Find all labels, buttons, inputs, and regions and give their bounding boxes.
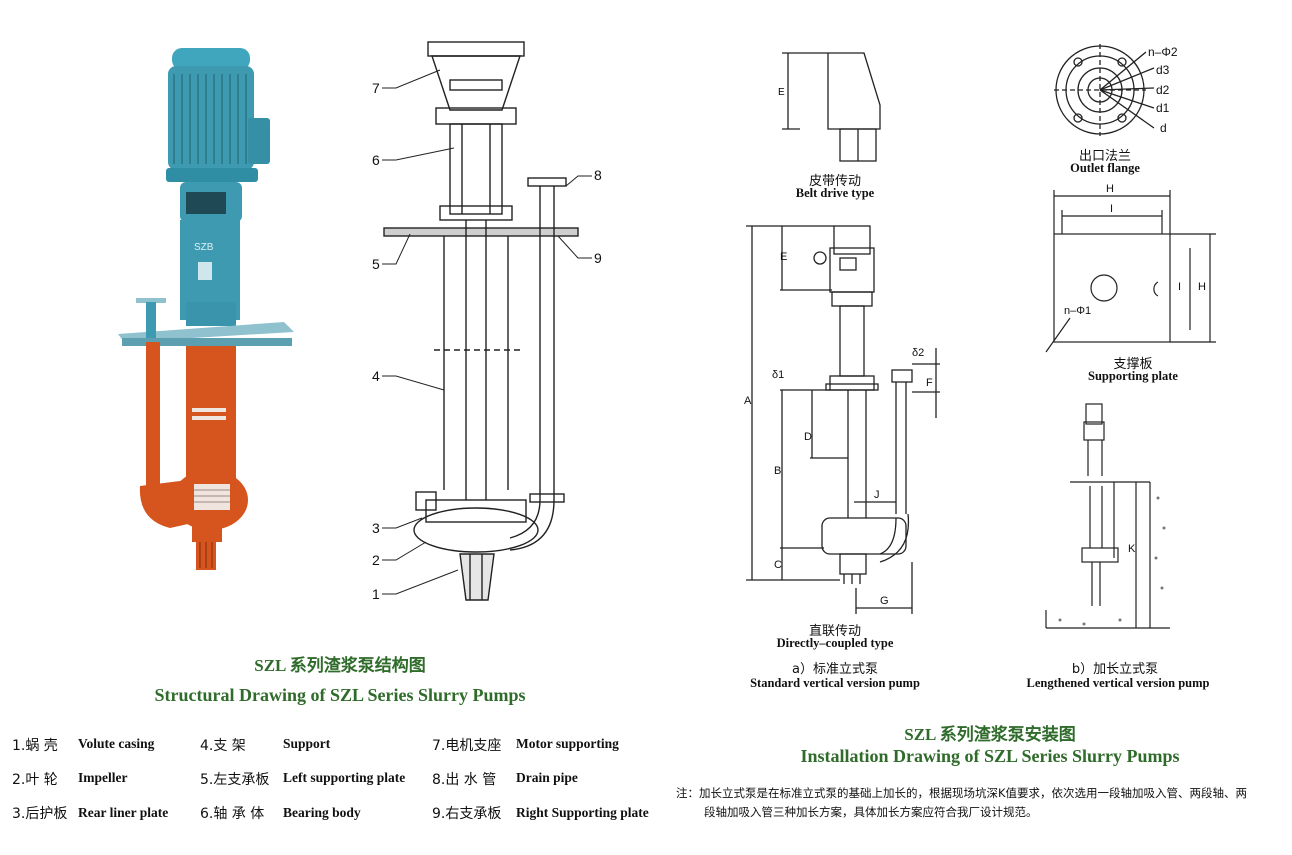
legend-num-3: 3.后护板	[12, 806, 68, 822]
installation-title-cn: SZL 系列渣浆泵安装图	[904, 725, 1076, 744]
supporting-plate	[118, 322, 294, 342]
legend-num-8: 8.出 水 管	[432, 772, 497, 788]
dim-delta1: δ1	[772, 369, 784, 381]
brand-label: SZB	[194, 242, 214, 253]
pump-photo: SZB	[118, 48, 294, 570]
plate-en: Supporting plate	[1088, 369, 1178, 383]
legend-en-5: Left supporting plate	[283, 770, 406, 785]
standard-en: Standard vertical version pump	[750, 676, 920, 690]
legend-en-2: Impeller	[78, 770, 128, 785]
structural-title-en: Structural Drawing of SZL Series Slurry …	[154, 685, 526, 705]
belt-drive-en: Belt drive type	[795, 186, 875, 200]
dim-C: C	[774, 559, 782, 571]
legend-num-2: 2.叶 轮	[12, 772, 58, 788]
callout-4: 4	[372, 368, 380, 384]
legend-en-9: Right Supporting plate	[516, 805, 649, 820]
dim-nphi1: n–Φ1	[1064, 305, 1091, 317]
belt-drive-drawing: E	[778, 52, 881, 162]
dim-E-belt: E	[778, 87, 785, 98]
legend-en-1: Volute casing	[78, 736, 155, 751]
dim-fd1: d1	[1156, 101, 1170, 115]
dim-fd: d	[1160, 121, 1167, 135]
note-line-1: 注：加长立式泵是在标准立式泵的基础上加长的，根据现场坑深K值要求，依次选用一段轴…	[676, 786, 1248, 800]
callout-5: 5	[372, 256, 380, 272]
callout-2: 2	[372, 552, 380, 568]
dim-G: G	[880, 595, 889, 607]
legend-en-6: Bearing body	[283, 805, 361, 820]
legend-num-1: 1.蜗 壳	[12, 738, 58, 754]
dim-E: E	[780, 251, 787, 263]
legend-num-5: 5.左支承板	[200, 772, 270, 788]
motor	[166, 48, 270, 182]
structural-title-cn: SZL 系列渣浆泵结构图	[254, 656, 426, 675]
direct-cn: 直联传动	[808, 624, 861, 639]
callout-1: 1	[372, 586, 380, 602]
dim-H-top: H	[1106, 183, 1114, 195]
legend-en-4: Support	[283, 736, 331, 751]
legend-num-4: 4.支 架	[200, 738, 246, 754]
direct-en: Directly–coupled type	[776, 636, 894, 650]
belt-drive-cn: 皮带传动	[808, 174, 861, 189]
callout-3: 3	[372, 520, 380, 536]
dim-I-side: I	[1178, 281, 1181, 293]
callout-8: 8	[594, 167, 602, 183]
outlet-flange-drawing: n–Φ2 d3 d2 d1 d	[1054, 44, 1178, 136]
legend-en-7: Motor supporting	[516, 736, 619, 751]
dim-D: D	[804, 431, 812, 443]
flange-en: Outlet flange	[1070, 161, 1140, 175]
legend-num-9: 9.右支承板	[432, 806, 502, 822]
standard-cn: a）标准立式泵	[792, 662, 878, 677]
lengthened-drawing: K	[1045, 403, 1170, 629]
plate-cn: 支撑板	[1113, 357, 1153, 372]
lengthened-cn: b）加长立式泵	[1071, 662, 1159, 677]
dim-nphi2: n–Φ2	[1148, 45, 1178, 59]
callout-7: 7	[372, 80, 380, 96]
direct-coupled-drawing: E A δ1 D B C J δ2 F G	[744, 225, 940, 614]
dim-B: B	[774, 465, 781, 477]
installation-title-en: Installation Drawing of SZL Series Slurr…	[800, 746, 1180, 766]
dim-J: J	[874, 489, 880, 501]
dim-d3: d3	[1156, 63, 1170, 77]
lengthened-en: Lengthened vertical version pump	[1026, 676, 1210, 690]
dim-delta2: δ2	[912, 347, 924, 359]
note-line-2: 段轴加吸入管三种加长方案，具体加长方案应符合我厂设计规范。	[704, 805, 1038, 819]
drain-pipe	[146, 342, 160, 492]
dim-H-side: H	[1198, 281, 1206, 293]
structural-drawing: 1 2 3 4 5 6 7 8 9	[372, 41, 602, 602]
supporting-plate-drawing: H I H I n–Φ1	[1045, 183, 1216, 353]
legend-num-6: 6.轴 承 体	[200, 806, 265, 822]
dim-K: K	[1128, 543, 1136, 555]
callout-6: 6	[372, 152, 380, 168]
dim-I-top: I	[1110, 203, 1113, 215]
dim-A: A	[744, 395, 752, 407]
legend-num-7: 7.电机支座	[432, 738, 502, 754]
legend-en-3: Rear liner plate	[78, 805, 169, 820]
legend-en-8: Drain pipe	[516, 770, 578, 785]
dim-fd2: d2	[1156, 83, 1170, 97]
dim-F: F	[926, 377, 933, 389]
flange-cn: 出口法兰	[1078, 149, 1131, 164]
callout-9: 9	[594, 250, 602, 266]
